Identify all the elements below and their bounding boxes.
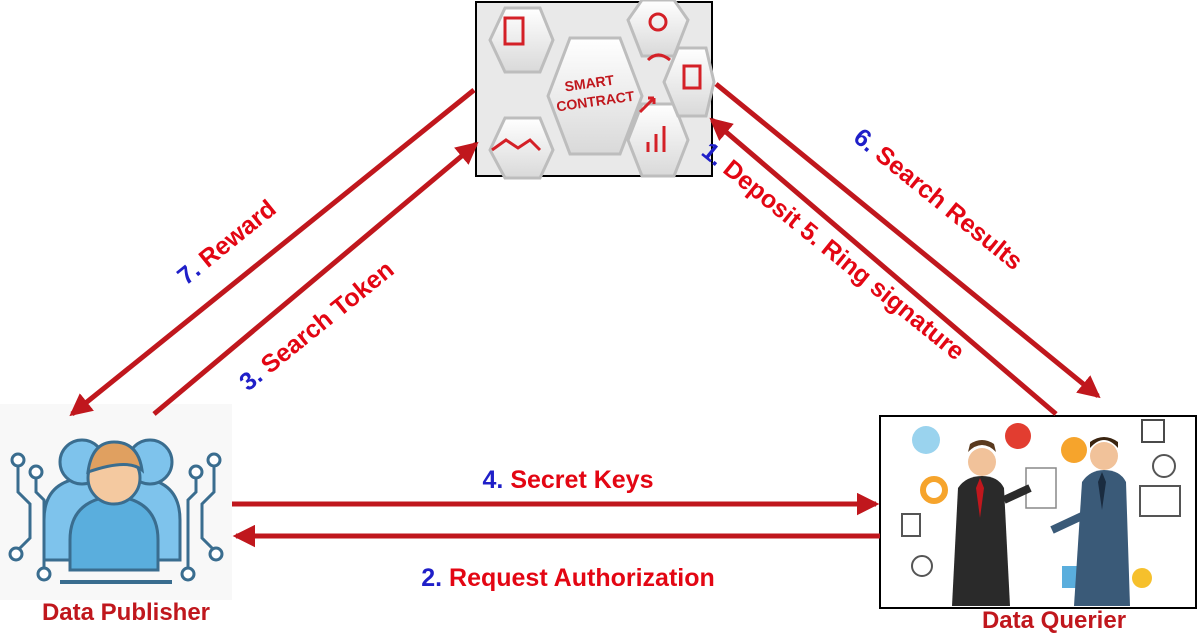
label-search-results: 6. Search Results bbox=[848, 123, 1028, 276]
label-request-authorization: 2. Request Authorization bbox=[421, 564, 715, 592]
querier-node bbox=[879, 415, 1197, 609]
contract-icons bbox=[491, 12, 702, 152]
label-reward: 7. Reward bbox=[172, 195, 281, 291]
label-ring-signature-text: Ring signature bbox=[816, 234, 970, 366]
querier-caption: Data Querier bbox=[982, 607, 1126, 634]
smart-contract-node: SMART CONTRACT bbox=[475, 0, 716, 180]
publisher-caption: Data Publisher bbox=[42, 599, 210, 626]
label-request-authorization-text: Request Authorization bbox=[449, 564, 715, 592]
businessman-left bbox=[952, 440, 1032, 606]
document-icon bbox=[503, 16, 525, 46]
label-reward-text: Reward bbox=[194, 195, 282, 274]
circuit-lines-left bbox=[8, 452, 52, 582]
dollar-icon bbox=[911, 555, 933, 577]
hexagon-pattern-image bbox=[488, 0, 716, 180]
business-icons bbox=[901, 419, 1181, 588]
smart-contract-line1: SMART bbox=[564, 72, 616, 95]
monitor-icon bbox=[1139, 485, 1181, 517]
clock-icon bbox=[1152, 454, 1176, 478]
arrows bbox=[69, 82, 1101, 548]
label-request-authorization-number: 2. bbox=[421, 564, 442, 592]
list-icon bbox=[682, 64, 702, 90]
label-secret-keys: 4. Secret Keys bbox=[483, 466, 654, 494]
hand-icon bbox=[646, 53, 671, 62]
circuit-lines-right bbox=[180, 452, 224, 582]
donut-chart-icon bbox=[920, 476, 948, 504]
label-secret-keys-number: 4. bbox=[483, 466, 504, 494]
chart-icon bbox=[912, 426, 940, 454]
speech-bubble-icon bbox=[1005, 423, 1031, 449]
arrow-search-token bbox=[152, 141, 479, 416]
trend-arrow-icon bbox=[638, 96, 656, 114]
gear-icon bbox=[648, 12, 668, 32]
businessman-right bbox=[1050, 437, 1130, 606]
bar-chart-icon bbox=[646, 126, 666, 152]
handshake-icon bbox=[491, 138, 542, 152]
arrow-search-results bbox=[714, 82, 1101, 399]
calendar-icon bbox=[1141, 419, 1165, 443]
arrow-deposit-ring-signature bbox=[709, 117, 1058, 416]
arrow-reward bbox=[69, 88, 476, 417]
people-group-icon bbox=[42, 438, 182, 572]
checklist-icon bbox=[901, 513, 921, 537]
label-search-results-text: Search Results bbox=[870, 140, 1028, 275]
label-secret-keys-text: Secret Keys bbox=[510, 466, 653, 494]
label-deposit-ring-signature: 1. Deposit 5. Ring signature bbox=[696, 137, 970, 366]
coin-icon bbox=[1132, 568, 1152, 588]
publisher-node bbox=[0, 404, 232, 600]
speech-bubble-icon-2 bbox=[1061, 437, 1087, 463]
document-card-icon bbox=[1025, 467, 1057, 509]
label-search-token-text: Search Token bbox=[256, 255, 400, 379]
